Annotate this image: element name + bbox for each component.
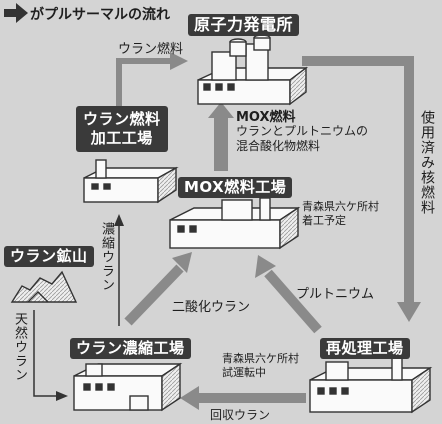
recovered-uranium-edge-label: 回収ウラン [210, 408, 271, 422]
reprocessing-plant-label: 再処理工場 [320, 338, 410, 359]
fuel-fab-building-icon [83, 159, 179, 204]
fuel-fab-label-line2: 加工工場 [90, 128, 153, 147]
mox-plant-building-icon [169, 197, 301, 250]
mox-plant-label: MOX燃料工場 [178, 177, 293, 198]
fuel-fab-label-line1: ウラン燃料 [83, 110, 161, 128]
header-title: がプルサーマルの流れ [30, 7, 170, 23]
plutonium-edge-label: プルトニウム [296, 287, 375, 302]
recovered-uranium-arrow [180, 386, 306, 410]
mox-fuel-note: ウランとプルトニウムの 混合酸化物燃料 [236, 124, 368, 154]
enriched-uranium-arrow [114, 214, 124, 326]
reprocessing-location-line1: 青森県六ケ所村 [222, 352, 299, 365]
reprocessing-building-icon [309, 355, 433, 414]
reprocessing-location-note: 青森県六ケ所村 試運転中 [222, 352, 299, 380]
fuel-fab-label: ウラン燃料 加工工場 [76, 106, 168, 152]
mox-fuel-edge-label: MOX燃料 [236, 110, 296, 125]
enrichment-plant-label: ウラン濃縮工場 [70, 338, 191, 359]
uranium-dioxide-edge-label: 二酸化ウラン [172, 300, 251, 315]
header-arrow-icon [4, 3, 28, 23]
uranium-fuel-edge-label: ウラン燃料 [118, 42, 184, 57]
natural-uranium-arrow [33, 310, 68, 401]
reprocessing-location-line2: 試運転中 [222, 365, 266, 379]
nuclear-plant-icon [197, 34, 309, 106]
mox-plant-location-note: 青森県六ケ所村 着工予定 [302, 200, 379, 228]
mine-mountain-icon [10, 270, 78, 303]
mox-fuel-arrow [208, 102, 234, 171]
uranium-fuel-arrow [116, 52, 188, 106]
mox-fuel-note-line1: ウランとプルトニウムの [236, 124, 369, 138]
uranium-dioxide-arrow [124, 252, 192, 326]
spent-fuel-arrow [302, 56, 421, 322]
enriched-uranium-edge-label: 濃縮ウラン [99, 222, 114, 292]
uranium-mine-label: ウラン鉱山 [4, 246, 94, 267]
natural-uranium-edge-label: 天然ウラン [12, 312, 27, 382]
enrichment-building-icon [73, 362, 183, 412]
spent-fuel-edge-label: 使用済み核燃料 [419, 110, 435, 215]
nuclear-plant-label: 原子力発電所 [188, 14, 300, 36]
mox-fuel-note-line2: 混合酸化物燃料 [236, 139, 321, 153]
plutonium-arrow [255, 255, 322, 334]
mox-plant-location-line1: 青森県六ケ所村 [302, 200, 379, 213]
mox-plant-location-line2: 着工予定 [302, 213, 346, 227]
